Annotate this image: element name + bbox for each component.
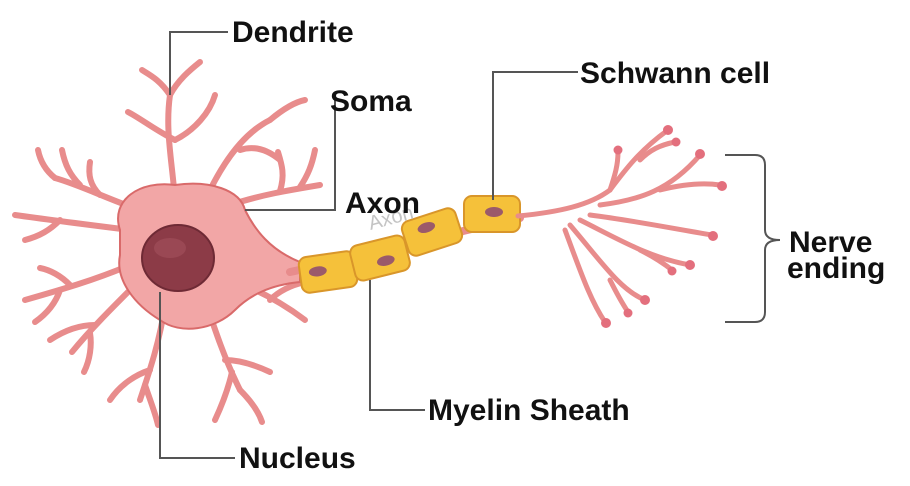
- schwann-nucleus: [485, 207, 503, 217]
- axon-label: Axon: [345, 187, 420, 220]
- myelin-segment: [297, 250, 359, 294]
- axon-terminals: [515, 127, 723, 325]
- nerve-label: Nerve: [789, 226, 872, 259]
- leader-lines: [159, 31, 781, 459]
- schwann-nucleus: [417, 222, 436, 234]
- soma-label: Soma: [330, 85, 412, 118]
- nucleus-highlight: [154, 238, 186, 258]
- nucleus-label: Nucleus: [239, 442, 356, 475]
- dendrite-label: Dendrite: [232, 16, 354, 49]
- schwann-cell-label: Schwann cell: [580, 57, 770, 90]
- schwann-nucleus: [308, 266, 327, 277]
- terminal-buttons: [601, 125, 727, 328]
- nucleus-shape: [141, 224, 215, 292]
- myelin-sheath-label: Myelin Sheath: [428, 394, 630, 427]
- ending-label: ending: [787, 252, 885, 285]
- myelin-segments: [297, 195, 521, 294]
- myelin-segment: [400, 207, 464, 257]
- schwann-nucleus: [377, 255, 395, 266]
